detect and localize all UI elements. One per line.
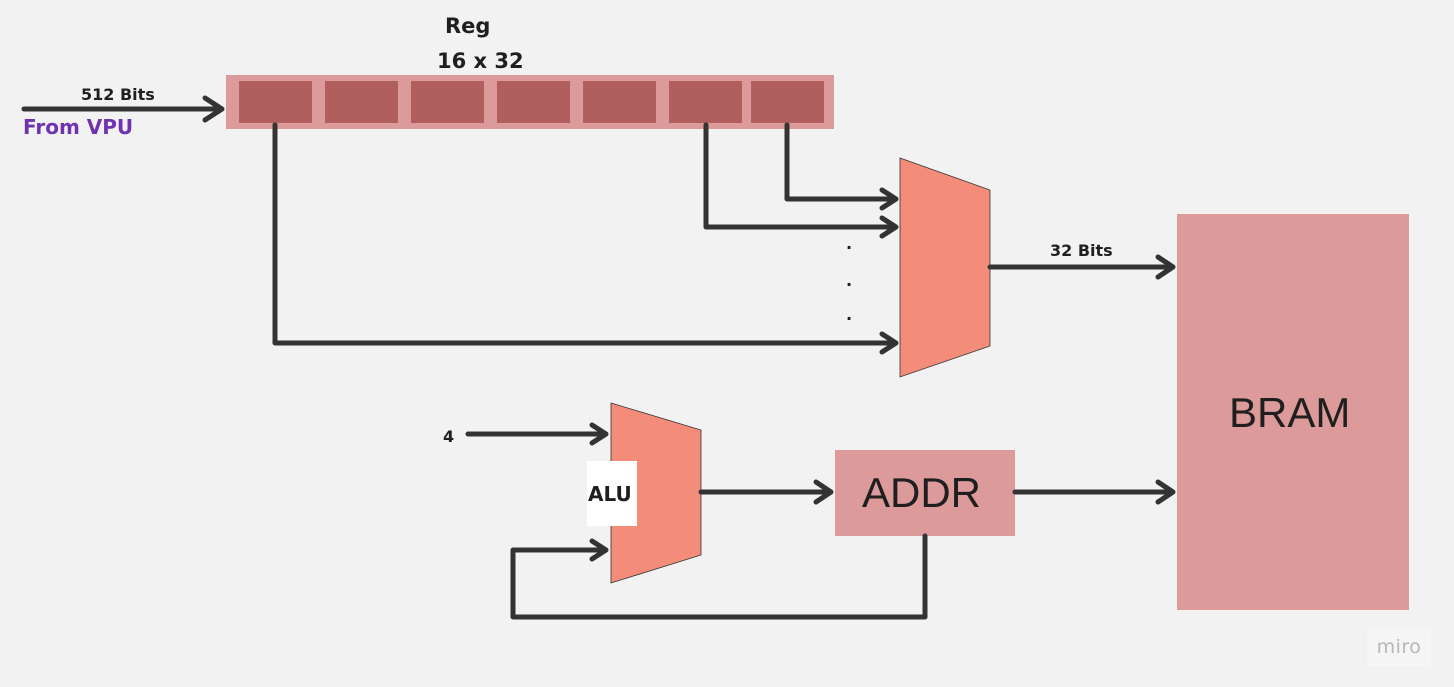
alu-label-background [587, 461, 637, 526]
arrowhead-mux-n [879, 331, 899, 355]
bram-label: BRAM [1229, 389, 1351, 436]
mux-output-width-label: 32 Bits [1050, 241, 1113, 260]
register-size: 16 x 32 [437, 49, 524, 73]
addr-block [835, 450, 1015, 536]
register-cell [325, 81, 398, 123]
input-width-label: 512 Bits [81, 85, 155, 104]
register-cell [669, 81, 742, 123]
miro-watermark: miro [1367, 628, 1431, 666]
wire-reg-to-mux-2 [703, 122, 897, 230]
bram-block [1177, 214, 1409, 610]
register-cell [751, 81, 824, 123]
arrowhead-bram-addr [1155, 479, 1176, 505]
addr-label: ADDR [862, 469, 982, 516]
register-cell [239, 81, 312, 123]
arrowhead-mux-2 [879, 215, 899, 239]
register-cell [411, 81, 484, 123]
wire-reg-to-mux-n [272, 122, 897, 346]
input-source-label: From VPU [23, 115, 134, 139]
mux-ellipsis-3: · [846, 309, 853, 328]
mux-ellipsis-2: · [846, 275, 853, 294]
input-arrowhead [202, 95, 225, 123]
mux-shape [899, 157, 991, 378]
arrowhead-bram-data [1155, 254, 1176, 280]
register-cells [239, 81, 824, 123]
register-cell [497, 81, 570, 123]
arrowhead-alu-top [589, 422, 609, 446]
arrowhead-addr [813, 479, 834, 505]
arrowhead-alu-bottom [589, 538, 609, 562]
wire-addr-feedback [510, 533, 928, 620]
register-cell [583, 81, 656, 123]
wire-reg-to-mux-1 [784, 122, 897, 202]
alu-label: ALU [588, 482, 632, 506]
mux-ellipsis-1: · [846, 238, 853, 257]
register-name: Reg [445, 14, 491, 38]
arrowhead-mux-1 [879, 187, 899, 211]
alu-increment-label: 4 [443, 427, 455, 446]
